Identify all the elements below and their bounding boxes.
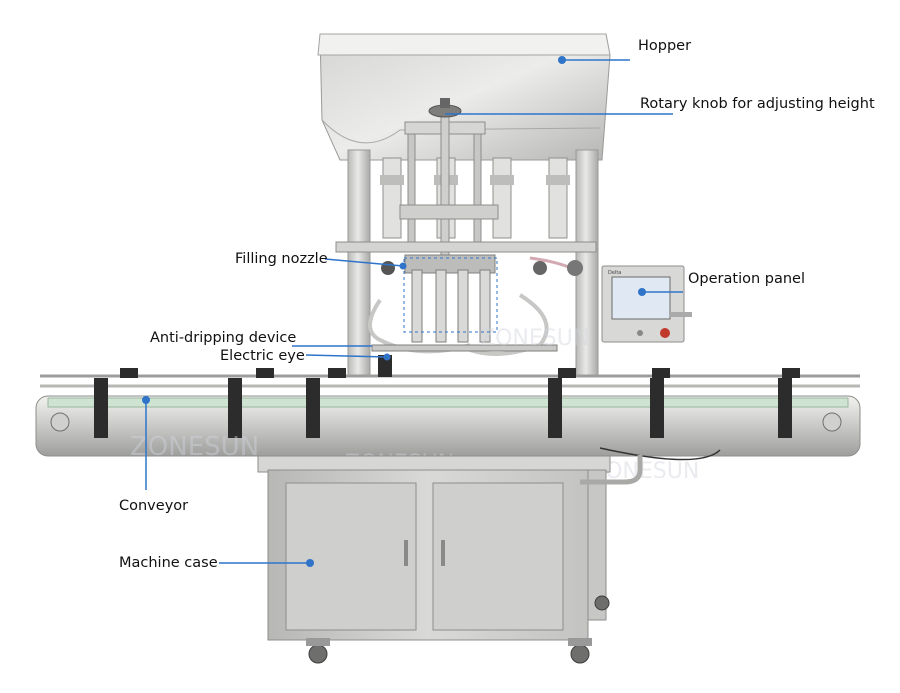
filling-nozzle-label: Filling nozzle: [235, 251, 328, 267]
callout-leaders: [142, 56, 683, 567]
hopper-part: [317, 33, 611, 161]
electric-eye-label: Electric eye: [220, 348, 305, 364]
panel-brand: Delta: [608, 270, 621, 276]
height-adjust-frame: [404, 98, 486, 261]
conveyor-label: Conveyor: [119, 498, 189, 514]
hopper-label: Hopper: [638, 38, 692, 54]
watermark-4: ZONESUN: [480, 326, 589, 351]
nozzle-assembly: [335, 204, 597, 356]
anti-dripping-label: Anti-dripping device: [150, 330, 297, 346]
operation-panel-label: Operation panel: [688, 271, 805, 287]
machine-case-label: Machine case: [119, 555, 218, 571]
machine-case-part: [257, 455, 643, 664]
rotary-knob-label: Rotary knob for adjusting height: [640, 96, 875, 112]
operation-panel-unit: Delta: [601, 265, 692, 343]
watermark-1: ZONESUN: [130, 432, 259, 462]
anti-dripping-bar: [371, 344, 558, 352]
conveyor-part: [35, 355, 861, 461]
